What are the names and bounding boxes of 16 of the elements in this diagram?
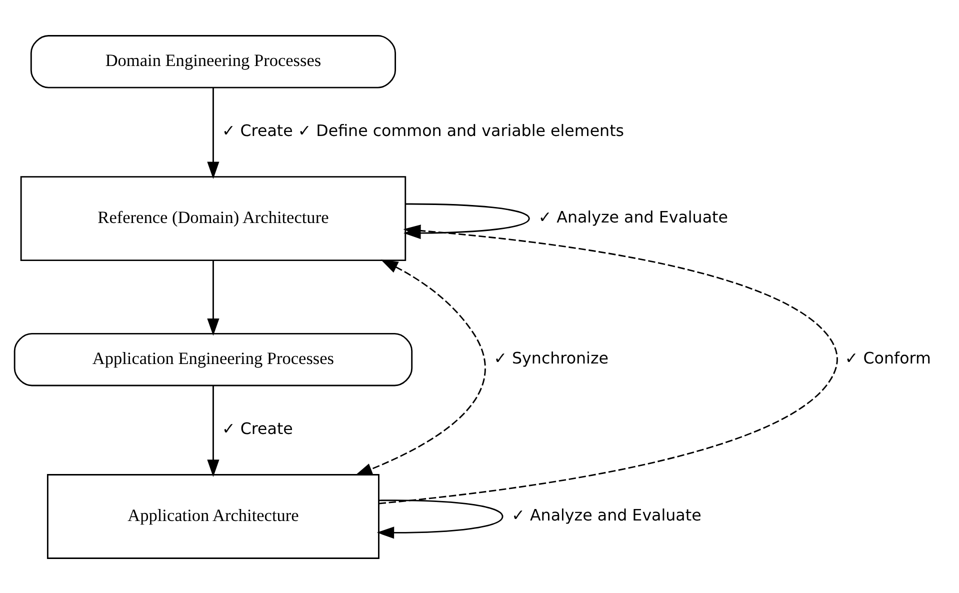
edge-label: ✓ Create ✓ Define common and variable elements (222, 120, 624, 140)
node-box: Reference (Domain) Architecture (20, 176, 406, 261)
edge-label: ✓ Analyze and Evaluate (538, 207, 728, 226)
node-box: Domain Engineering Processes (30, 34, 396, 88)
arrow (376, 499, 504, 538)
edge-label: ✓ Conform (844, 348, 931, 368)
node-box: Application Architecture (46, 474, 380, 558)
arrow (207, 385, 220, 476)
edge-label: ✓ Analyze and Evaluate (512, 505, 702, 524)
node-box: Application Engineering Processes (14, 332, 413, 386)
arrow (207, 87, 220, 178)
edge-label: ✓ Create (222, 418, 293, 438)
arrow (354, 259, 486, 475)
arrow (207, 260, 220, 336)
edge-label: ✓ Synchronize (494, 348, 609, 368)
arrow (378, 224, 838, 504)
